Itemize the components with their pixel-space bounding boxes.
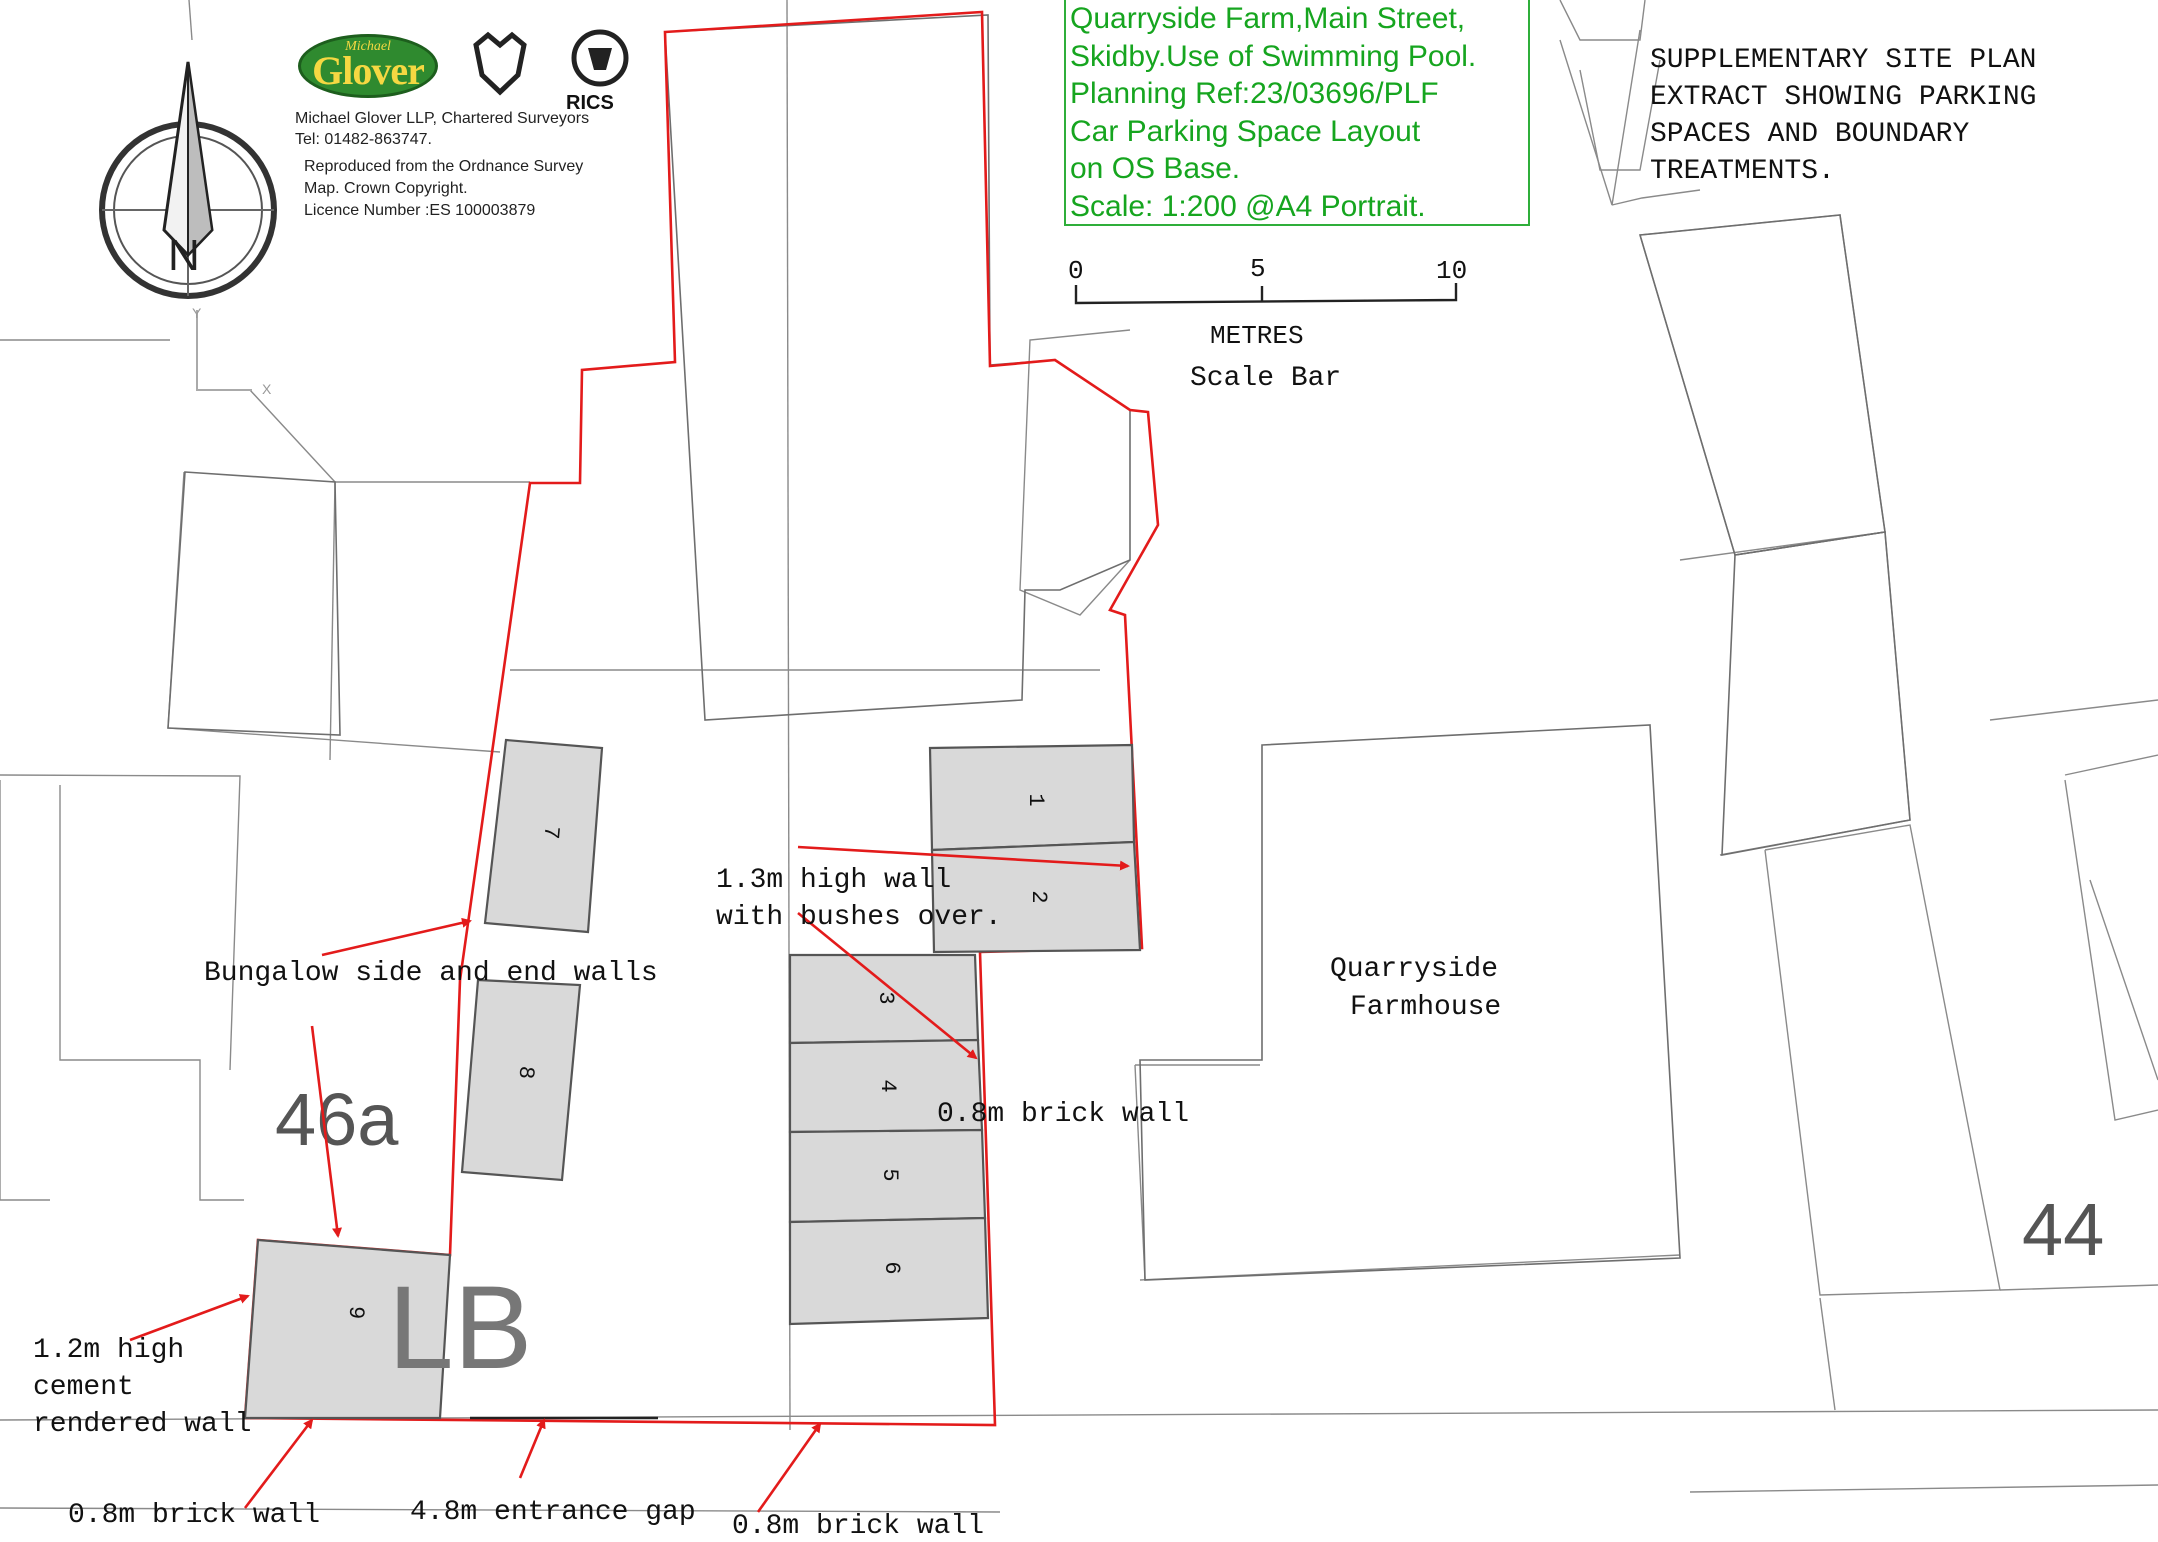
- space-number-6: 6: [879, 1261, 904, 1274]
- supplementary-line-2: EXTRACT SHOWING PARKING: [1650, 82, 2037, 113]
- company-line-2: Tel: 01482-863747.: [295, 131, 432, 148]
- glover-logo: Michael Glover: [298, 34, 438, 98]
- parking-space-7: [483, 738, 604, 934]
- annotation-wall-13-line-1: 1.3m high wall: [716, 865, 952, 896]
- title-line-6: Scale: 1:200 @A4 Portrait.: [1070, 189, 1426, 223]
- space-number-1: 1: [1023, 793, 1048, 806]
- annotation-brick-bottom-mid: 0.8m brick wall: [732, 1511, 985, 1542]
- company-line-1: Michael Glover LLP, Chartered Surveyors: [295, 110, 590, 127]
- annotation-brick-bottom-left: 0.8m brick wall: [68, 1500, 321, 1531]
- company-logo-block: Michael Glover RICS Michael Glover LLP, …: [292, 30, 672, 230]
- title-line-1: Quarryside Farm,Main Street,: [1070, 2, 1466, 35]
- annotation-cement-line-3: rendered wall: [33, 1409, 252, 1440]
- supplementary-line-4: TREATMENTS.: [1650, 156, 1835, 187]
- label-44: 44: [2022, 1188, 2104, 1271]
- rics-text: RICS: [566, 92, 614, 114]
- scale-tick-10: 10: [1436, 256, 1467, 286]
- supplementary-line-3: SPACES AND BOUNDARY: [1650, 119, 1970, 150]
- arrow-brick-bottom-left: [243, 1418, 314, 1509]
- arrow-bungalow-9: [310, 1025, 342, 1238]
- space-number-5: 5: [877, 1168, 902, 1181]
- scale-bar: 0 5 10 METRES Scale Bar: [1068, 254, 1467, 394]
- space-number-3: 3: [873, 991, 898, 1004]
- scale-tick-0: 0: [1068, 256, 1084, 286]
- space-number-2: 2: [1026, 890, 1051, 903]
- parking-space-8: [460, 978, 582, 1182]
- title-line-4: Car Parking Space Layout: [1070, 114, 1421, 148]
- space-number-7: 7: [537, 825, 563, 840]
- title-line-3: Planning Ref:23/03696/PLF: [1070, 77, 1439, 110]
- farmhouse-label-1: Quarryside: [1330, 954, 1498, 985]
- logo-small-text: Michael: [345, 39, 391, 54]
- arrow-cement: [129, 1294, 250, 1342]
- title-line-2: Skidby.Use of Swimming Pool.: [1070, 39, 1477, 73]
- annotation-cement-line-2: cement: [33, 1372, 134, 1403]
- arrow-entrance: [518, 1418, 546, 1479]
- label-lb: LB: [388, 1262, 532, 1394]
- annotation-entrance: 4.8m entrance gap: [410, 1497, 696, 1528]
- parking-space-6: [788, 1216, 990, 1326]
- space-number-8: 8: [512, 1065, 538, 1080]
- company-line-5: Licence Number :ES 100003879: [304, 202, 536, 219]
- annotation-wall-13-line-2: with bushes over.: [716, 902, 1002, 933]
- label-46a: 46a: [275, 1078, 399, 1161]
- logo-name-text: Glover: [312, 48, 425, 93]
- parking-numbers: 1 2 3 4 5 6 7 8 9: [342, 793, 1051, 1320]
- parking-spaces: [243, 738, 1142, 1420]
- arrow-brick-right: [797, 911, 978, 1060]
- rics-emblem-icon: [571, 29, 629, 87]
- axis-y: Y: [192, 305, 202, 321]
- supplementary-line-1: SUPPLEMENTARY SITE PLAN: [1650, 45, 2037, 76]
- company-line-3: Reproduced from the Ordnance Survey: [304, 158, 584, 175]
- buildings: [167, 14, 1911, 1281]
- title-box: Quarryside Farm,Main Street, Skidby.Use …: [1064, 0, 1530, 226]
- north-letter: N: [168, 231, 200, 280]
- annotation-cement-line-1: 1.2m high: [33, 1335, 185, 1366]
- arrow-bungalow-7: [321, 917, 472, 957]
- axis-x: X: [262, 381, 272, 397]
- annotation-bungalow: Bungalow side and end walls: [204, 958, 658, 989]
- scale-unit: METRES: [1210, 321, 1304, 351]
- scale-tick-5: 5: [1250, 254, 1266, 284]
- space-number-9: 9: [342, 1305, 368, 1320]
- farmhouse-label-2: Farmhouse: [1350, 992, 1501, 1023]
- association-emblems: [473, 29, 629, 96]
- company-line-4: Map. Crown Copyright.: [304, 180, 468, 197]
- surveyors-emblem-icon: [473, 31, 527, 96]
- arrow-brick-bottom-mid: [756, 1422, 822, 1513]
- arrow-wall-13: [797, 845, 1130, 871]
- parking-space-2: [930, 840, 1142, 954]
- space-number-4: 4: [875, 1079, 900, 1092]
- annotation-arrows: [129, 845, 1130, 1513]
- parking-space-9: [243, 1238, 452, 1420]
- north-arrow: N Y X: [99, 61, 277, 397]
- scale-caption: Scale Bar: [1190, 363, 1341, 394]
- title-line-5: on OS Base.: [1070, 152, 1241, 185]
- annotation-brick-right: 0.8m brick wall: [937, 1099, 1190, 1130]
